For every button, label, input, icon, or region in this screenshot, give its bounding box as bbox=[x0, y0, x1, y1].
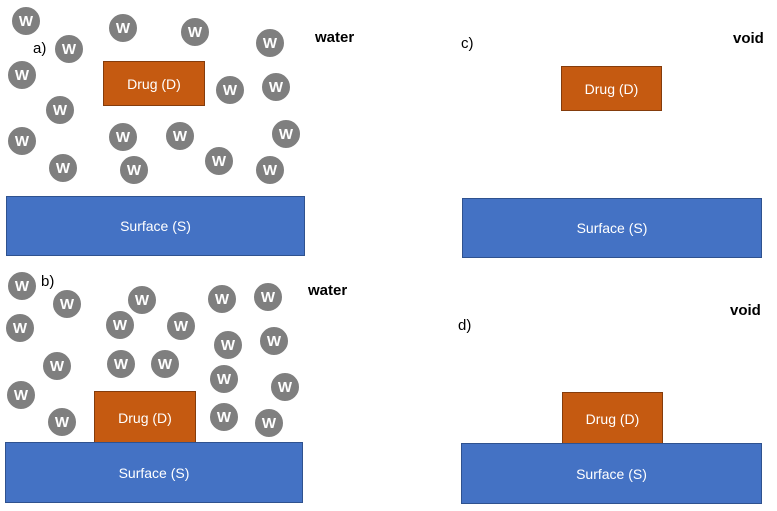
water-molecule: W bbox=[259, 326, 289, 356]
panel-a-surface: Surface (S) bbox=[6, 196, 305, 256]
water-molecule: W bbox=[165, 121, 195, 151]
water-molecule: W bbox=[42, 351, 72, 381]
water-molecule: W bbox=[261, 72, 291, 102]
water-molecule: W bbox=[54, 34, 84, 64]
panel-a-medium-label: water bbox=[315, 29, 355, 46]
water-molecule: W bbox=[209, 364, 239, 394]
water-molecule: W bbox=[254, 408, 284, 438]
water-molecule: W bbox=[108, 122, 138, 152]
panel-d-label: d) bbox=[458, 317, 472, 334]
water-molecule: W bbox=[106, 349, 136, 379]
water-molecule: W bbox=[127, 285, 157, 315]
water-molecule: W bbox=[7, 271, 37, 301]
panel-d-drug: Drug (D) bbox=[562, 392, 663, 445]
water-molecule: W bbox=[255, 28, 285, 58]
water-molecule: W bbox=[52, 289, 82, 319]
panel-b-medium-label: water bbox=[308, 282, 348, 299]
water-molecule: W bbox=[47, 407, 77, 437]
water-molecule: W bbox=[7, 60, 37, 90]
panel-c-drug: Drug (D) bbox=[561, 66, 662, 111]
water-molecule: W bbox=[5, 313, 35, 343]
water-molecule: W bbox=[207, 284, 237, 314]
water-molecule: W bbox=[180, 17, 210, 47]
water-molecule: W bbox=[271, 119, 301, 149]
water-molecule: W bbox=[253, 282, 283, 312]
panel-c-medium-label: void bbox=[733, 30, 764, 47]
water-molecule: W bbox=[11, 6, 41, 36]
water-molecule: W bbox=[48, 153, 78, 183]
water-molecule: W bbox=[105, 310, 135, 340]
water-molecule: W bbox=[45, 95, 75, 125]
water-molecule: W bbox=[108, 13, 138, 43]
water-molecule: W bbox=[255, 155, 285, 185]
water-molecule: W bbox=[270, 372, 300, 402]
panel-b-drug: Drug (D) bbox=[94, 391, 196, 444]
panel-c-surface: Surface (S) bbox=[462, 198, 762, 258]
water-molecule: W bbox=[6, 380, 36, 410]
panel-a-label: a) bbox=[33, 40, 47, 57]
panel-d-medium-label: void bbox=[730, 302, 761, 319]
panel-d-surface: Surface (S) bbox=[461, 443, 762, 504]
panel-b-surface: Surface (S) bbox=[5, 442, 303, 503]
water-molecule: W bbox=[209, 402, 239, 432]
water-molecule: W bbox=[150, 349, 180, 379]
water-molecule: W bbox=[215, 75, 245, 105]
water-molecule: W bbox=[119, 155, 149, 185]
water-molecule: W bbox=[213, 330, 243, 360]
water-molecule: W bbox=[204, 146, 234, 176]
panel-a-drug: Drug (D) bbox=[103, 61, 205, 106]
water-molecule: W bbox=[166, 311, 196, 341]
panel-b-label: b) bbox=[41, 273, 55, 290]
water-molecule: W bbox=[7, 126, 37, 156]
panel-c-label: c) bbox=[461, 35, 474, 52]
